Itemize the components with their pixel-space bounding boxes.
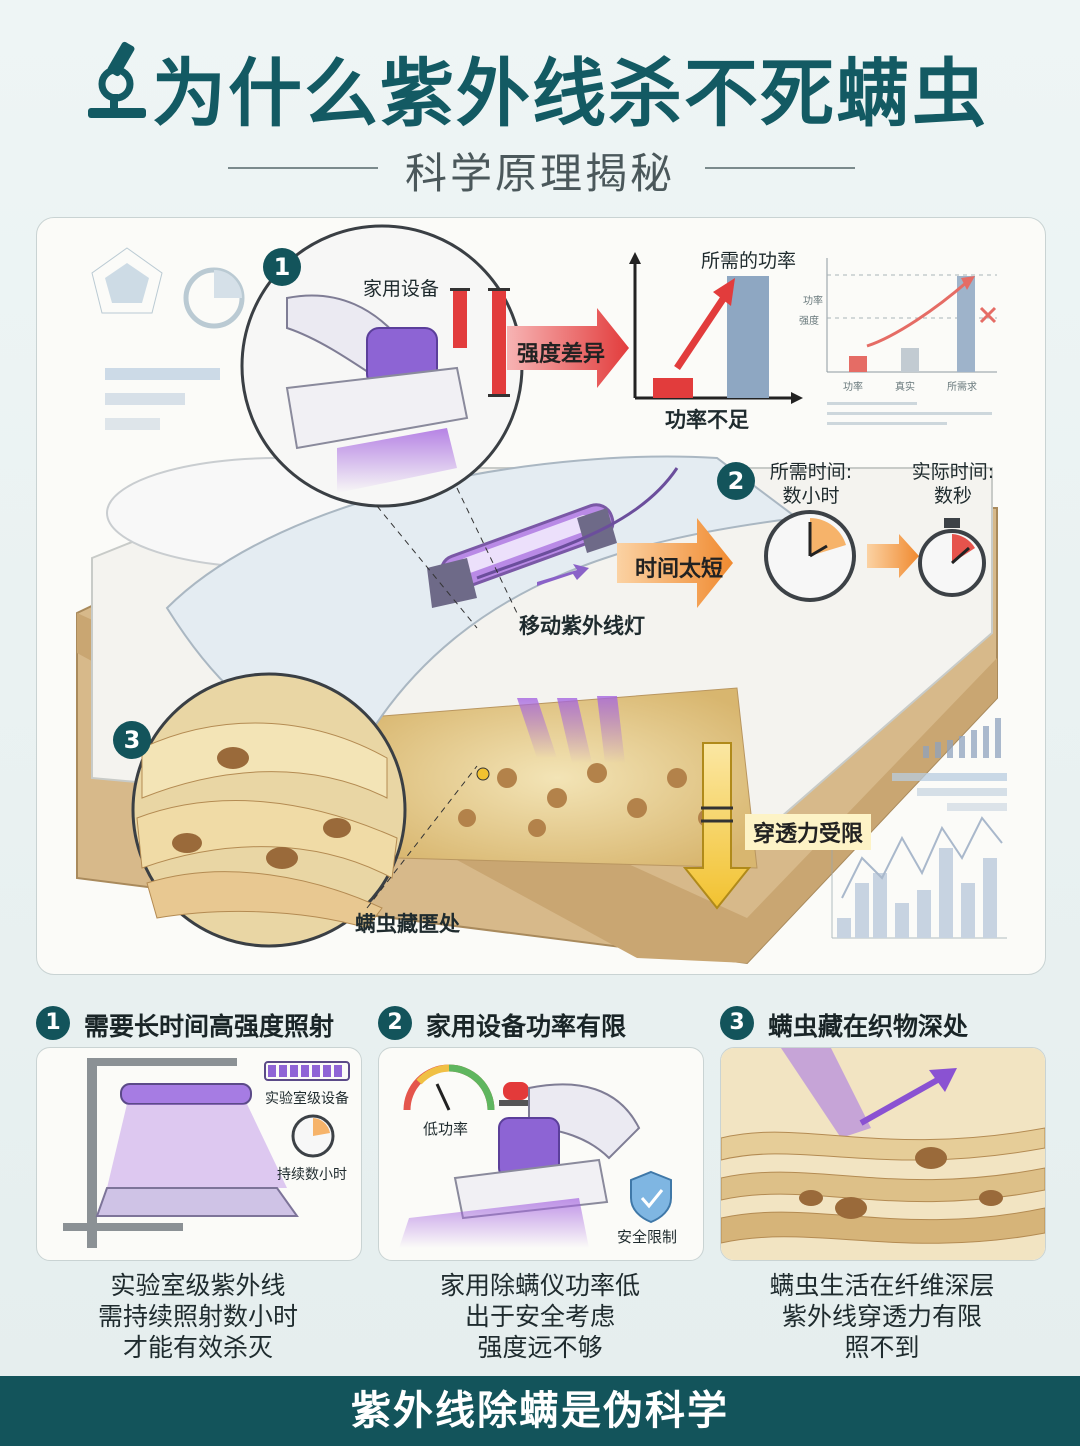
subtitle-line-right [705, 167, 855, 169]
caption-3-line-3: 照不到 [844, 1333, 920, 1362]
caption-1: 实验室级紫外线 需持续照射数小时 才能有效杀灭 [36, 1270, 360, 1363]
hiding-label: 螨虫藏匿处 [355, 912, 460, 936]
section-3-number: 3 [720, 1006, 754, 1040]
device-label: 家用设备 [363, 278, 440, 300]
page-subtitle: 科学原理揭秘 [404, 149, 675, 198]
caption-1-line-2: 需持续照射数小时 [97, 1302, 298, 1331]
caption-2-line-1: 家用除螨仪功率低 [439, 1271, 640, 1300]
section-3-header: 3 螨虫藏在织物深处 [720, 1006, 1040, 1042]
radar-chart-decoration [91, 247, 245, 430]
penetration-label: 穿透力受限 [745, 814, 872, 850]
subtitle-row: 科学原理揭秘 [0, 140, 1080, 198]
section-1-header: 1 需要长时间高强度照射 [36, 1006, 356, 1042]
mini-chart-x-label-3: 所需求 [947, 382, 977, 393]
caption-2-line-2: 出于安全考虑 [464, 1302, 615, 1331]
badge-3: 3 [113, 721, 151, 759]
uv-rays [517, 696, 625, 763]
bar-chart-decoration [831, 718, 1007, 939]
page-title: 为什么紫外线杀不死螨虫 [152, 51, 988, 137]
section-2-header: 2 家用设备功率有限 [378, 1006, 698, 1042]
caption-3-line-2: 紫外线穿透力有限 [781, 1302, 982, 1331]
microscope-icon [88, 41, 146, 118]
footer-banner: 紫外线除螨是伪科学 [0, 1376, 1080, 1446]
caption-2: 家用除螨仪功率低 出于安全考虑 强度远不够 [378, 1270, 702, 1363]
mini-chart-bar [957, 276, 975, 372]
mini-chart-bar [901, 348, 919, 372]
lamp-label: 移动紫外线灯 [519, 614, 645, 638]
card-home-device: 低功率 安全限制 [378, 1047, 704, 1261]
fabric-layers-illustration [721, 1048, 1045, 1260]
home-device-illustration [399, 1064, 672, 1248]
required-time-label: 所需时间: 数小时 [769, 461, 853, 507]
badge-1: 1 [263, 248, 301, 286]
section-2-title: 家用设备功率有限 [426, 1012, 627, 1041]
power-chart [629, 252, 803, 404]
power-chart-caption: 功率不足 [665, 408, 749, 432]
main-diagram-panel: 1 2 3 家用设备 强度差异 所需的功率 功率不足 功率 强度 功率 真实 所… [36, 217, 1046, 975]
mini-chart-y-label-2: 强度 [799, 316, 819, 327]
actual-time-label: 实际时间: 数秒 [911, 461, 995, 507]
caption-1-line-3: 才能有效杀灭 [122, 1333, 273, 1362]
mini-chart-bar [849, 356, 867, 372]
caption-2-line-3: 强度远不够 [477, 1333, 603, 1362]
hours-label: 持续数小时 [277, 1167, 347, 1183]
handheld-uv-device [285, 294, 469, 493]
section-3-title: 螨虫藏在织物深处 [768, 1012, 969, 1041]
power-chart-title: 所需的功率 [701, 250, 797, 272]
lab-uv-equipment-illustration [63, 1058, 350, 1248]
lab-equipment-label: 实验室级设备 [265, 1091, 349, 1107]
mite-icon [172, 747, 351, 869]
section-2-number: 2 [378, 1006, 412, 1040]
mini-chart-x-label-2: 真实 [895, 382, 915, 393]
caption-1-line-1: 实验室级紫外线 [110, 1271, 286, 1300]
mini-bar-chart [826, 258, 997, 425]
section-1-number: 1 [36, 1006, 70, 1040]
safety-limit-label: 安全限制 [617, 1228, 678, 1246]
caption-3-line-1: 螨虫生活在纤维深层 [769, 1271, 995, 1300]
mini-chart-y-label-1: 功率 [803, 296, 823, 307]
subtitle-line-left [228, 167, 378, 169]
section-1-title: 需要长时间高强度照射 [84, 1012, 335, 1041]
time-short-label: 时间太短 [635, 557, 724, 582]
bed-illustration [76, 224, 1007, 965]
stopwatch-icon [918, 518, 986, 597]
card-fabric-depth [720, 1047, 1046, 1261]
caption-3: 螨虫生活在纤维深层 紫外线穿透力有限 照不到 [720, 1270, 1044, 1363]
clock-icon [764, 510, 856, 602]
intensity-diff-label: 强度差异 [517, 342, 606, 367]
card-lab-equipment: 实验室级设备 持续数小时 [36, 1047, 362, 1261]
low-power-label: 低功率 [423, 1120, 469, 1138]
badge-2: 2 [717, 462, 755, 500]
fabric-mite-icon [799, 1147, 1003, 1219]
mini-chart-x-label-1: 功率 [843, 382, 863, 393]
